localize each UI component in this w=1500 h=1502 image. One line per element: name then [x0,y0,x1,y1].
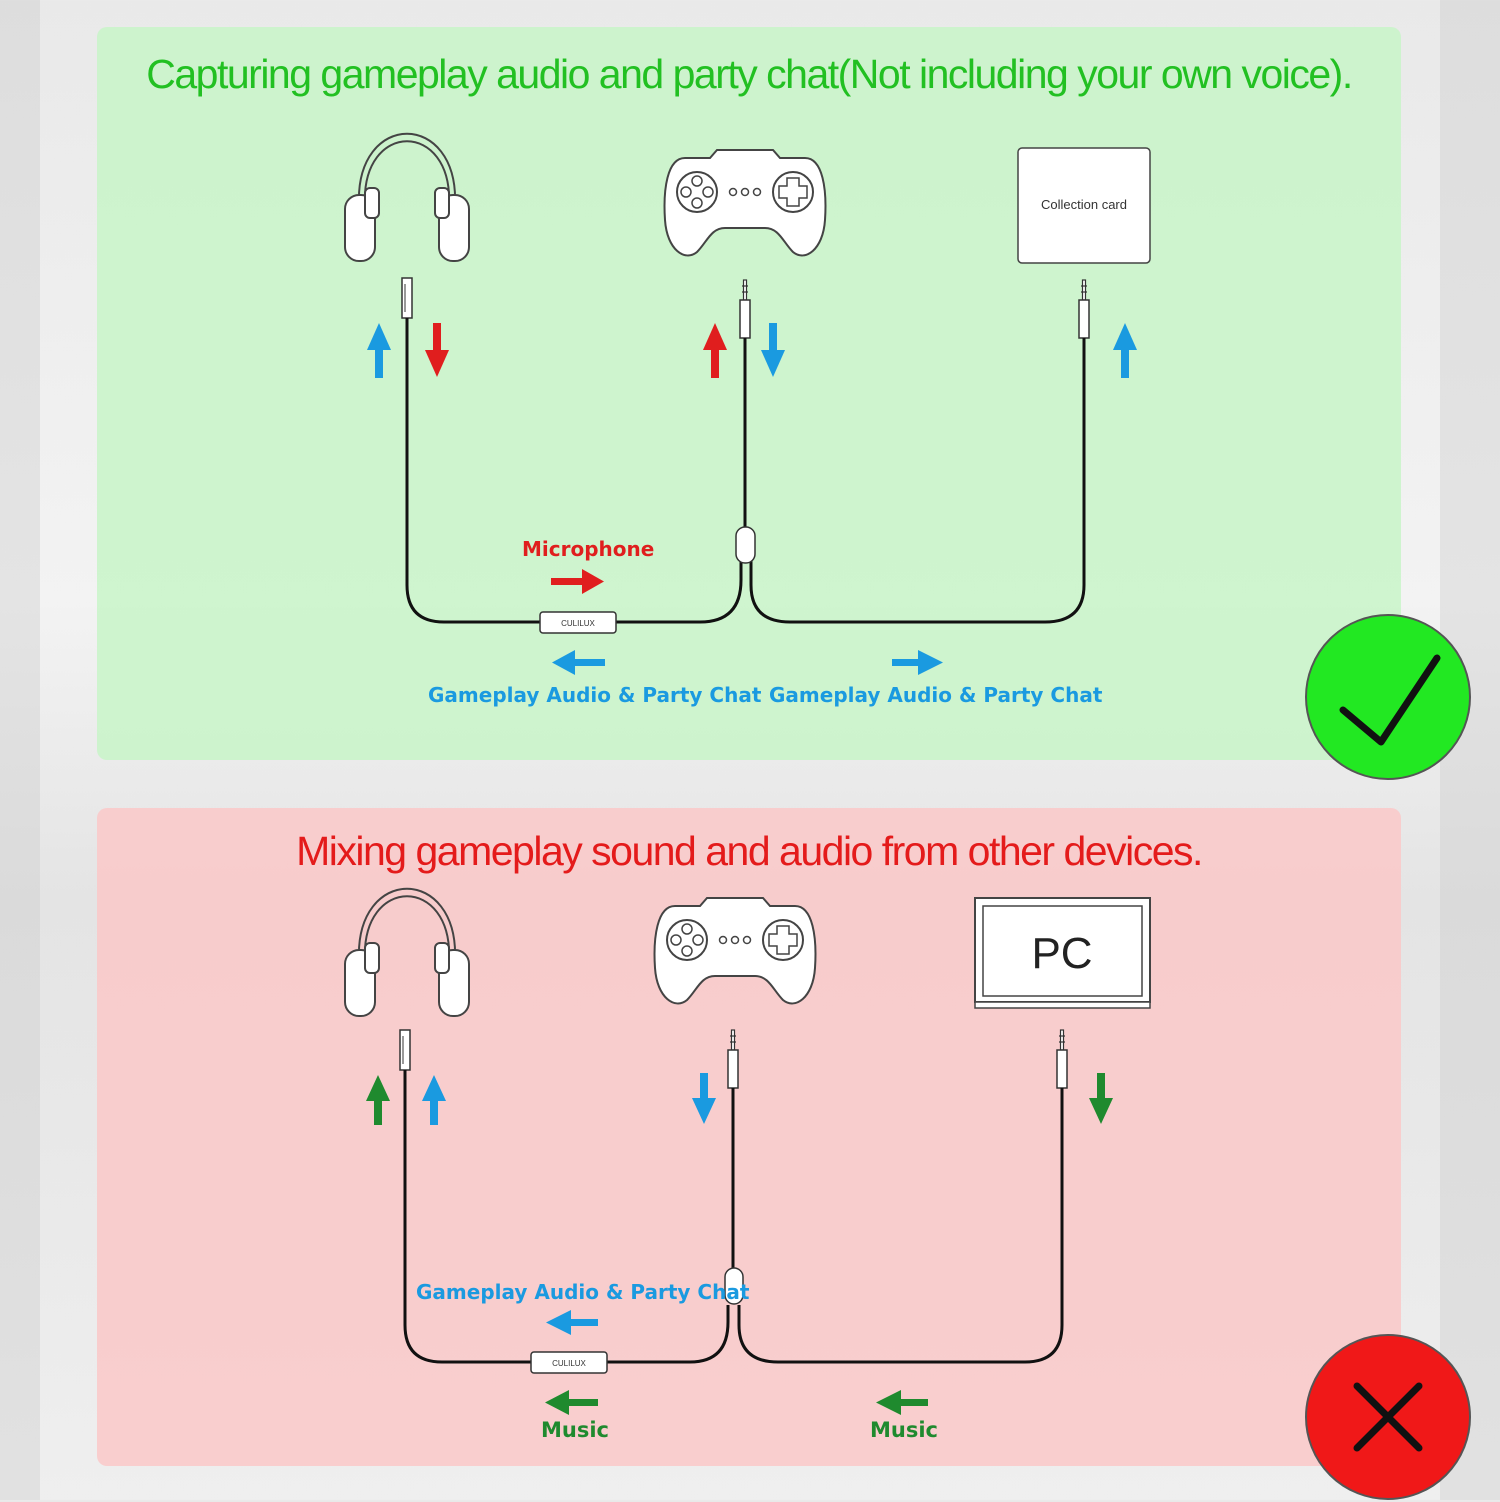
right-cable [737,1088,1064,1364]
music-label-right: Music [870,1418,938,1442]
pc-male-plug [1056,1029,1068,1089]
arrow-down-icon [692,1073,716,1124]
arrow-up-icon [703,323,727,378]
microphone-label: Microphone [522,537,655,561]
music-label-left: Music [541,1418,609,1442]
arrow-right-icon [892,650,943,675]
game-controller-icon [653,897,817,1005]
correct-usage-title: Capturing gameplay audio and party chat(… [146,51,1353,97]
collection-card-label: Collection card [1041,197,1127,212]
y-splitter [735,526,756,564]
arrow-up-icon [422,1075,446,1125]
gameplay-audio-label-upper: Gameplay Audio & Party Chat [416,1280,750,1304]
card-male-plug [1078,279,1090,339]
left-cable [405,318,743,624]
controller-male-plug [739,279,751,339]
headphone-female-jack [401,277,413,319]
gameplay-audio-label-left: Gameplay Audio & Party Chat [428,683,762,707]
headphones-icon [344,132,470,262]
arrow-left-icon [876,1390,928,1415]
background-pillar [0,0,40,1500]
cross-badge [1305,1334,1471,1500]
inline-splitter-box [530,1351,608,1374]
headphone-female-jack [399,1029,411,1071]
arrow-up-icon [367,323,391,378]
check-mark-icon [1339,654,1441,746]
cross-mark-icon [1353,1382,1423,1452]
correct-usage-panel: Capturing gameplay audio and party chat(… [97,27,1401,760]
arrow-down-icon [425,323,449,377]
arrow-left-icon [552,650,605,675]
game-controller-icon [663,149,827,257]
arrow-down-icon [1089,1073,1113,1124]
laptop-icon [974,897,1151,1009]
collection-card-box [1017,147,1151,264]
right-cable [749,338,1086,624]
splitter-brand-label: CULILUX [561,619,595,628]
inline-splitter-box [539,611,617,634]
check-badge [1305,614,1471,780]
gameplay-audio-label-right: Gameplay Audio & Party Chat [769,683,1103,707]
y-splitter [724,1267,744,1305]
splitter-brand-label: CULILUX [552,1359,586,1368]
arrow-up-icon [1113,323,1137,378]
headphones-icon [344,887,470,1017]
controller-male-plug [727,1029,739,1089]
arrow-down-icon [761,323,785,377]
pc-label: PC [1031,929,1092,978]
arrow-left-icon [545,1390,598,1415]
arrow-right-icon [551,569,604,594]
arrow-up-icon [366,1075,390,1125]
arrow-left-icon [546,1310,598,1335]
